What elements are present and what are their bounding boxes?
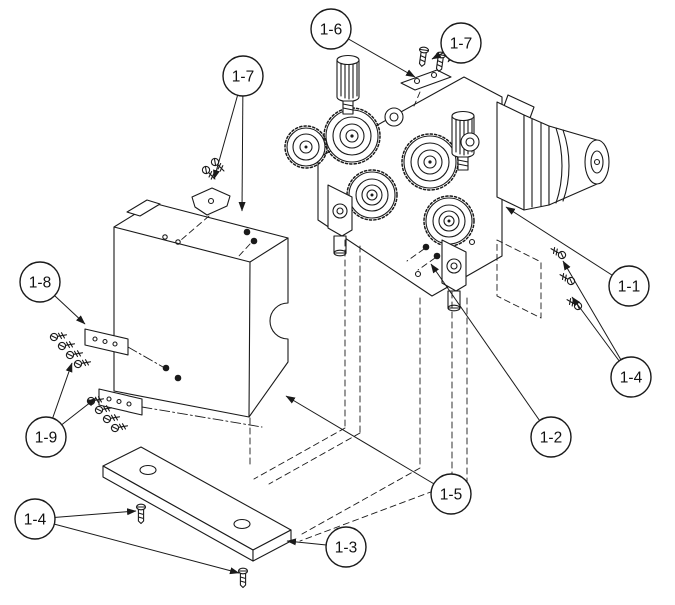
screw (416, 46, 430, 68)
leader-line (34, 518, 240, 575)
screw-dots (243, 228, 441, 260)
drive-roll (401, 133, 459, 191)
cover-screw-dot (174, 374, 182, 382)
drive-roll (423, 195, 475, 247)
callout-balloon (310, 8, 352, 50)
callout-1-7-top: 1-7 (431, 22, 482, 64)
base-plate (102, 446, 292, 562)
screw (101, 410, 121, 426)
motor-end-cap (584, 139, 610, 185)
cover-screw-dot (162, 364, 170, 372)
callout-1-4-right: 1-4 (562, 260, 652, 398)
callout-balloon (430, 473, 472, 515)
callout-balloon (608, 265, 650, 307)
callout-balloon (19, 261, 61, 303)
callout-label: 1-9 (35, 430, 57, 447)
callout-1-8: 1-8 (19, 261, 86, 325)
callout-1-3: 1-3 (286, 526, 367, 568)
leader-line (238, 75, 246, 212)
callout-label: 1-4 (24, 512, 47, 529)
callout-balloon (440, 22, 482, 64)
callout-label: 1-7 (450, 36, 472, 53)
idler-roll (384, 107, 404, 127)
cover-tab (126, 199, 161, 217)
callout-1-1: 1-1 (505, 206, 650, 307)
guide-clip (191, 156, 231, 216)
screw (64, 346, 84, 362)
drive-roll (323, 107, 381, 165)
alignment-lines (127, 215, 468, 542)
screw (56, 337, 76, 353)
screw (72, 355, 92, 371)
callout-label: 1-6 (320, 22, 342, 39)
drive-roll (284, 125, 328, 169)
callout-1-7-left: 1-7 (213, 55, 264, 212)
callout-label: 1-1 (618, 279, 640, 296)
mounting-bracket (84, 328, 129, 356)
drive-rolls (284, 107, 475, 247)
feeder-assembly (284, 46, 610, 312)
callout-1-4-bottom: 1-4 (14, 498, 240, 575)
callout-label: 1-7 (232, 69, 254, 86)
callout-1-5: 1-5 (285, 395, 472, 515)
screw (237, 567, 249, 589)
feeder-cover (113, 199, 289, 418)
side-plate (496, 239, 542, 319)
drive-roll (346, 169, 398, 221)
callout-1-2: 1-2 (430, 263, 572, 458)
plate-hole (468, 238, 476, 246)
callout-balloon (25, 416, 67, 458)
plate-hole (139, 464, 157, 476)
idler-roll (460, 132, 480, 152)
callout-label: 1-5 (440, 487, 462, 504)
callout-1-9: 1-9 (25, 362, 97, 458)
screw (48, 328, 68, 344)
callout-layer: 1-6 1-7 1-7 1-8 1-1 1-4 1-9 1-2 1-5 1-4 1-3 (14, 8, 652, 575)
plate-hole (414, 270, 422, 278)
callout-balloon (530, 416, 572, 458)
pressure-bracket (400, 69, 452, 107)
wire-guide-bracket (441, 239, 467, 312)
feed-motor (496, 94, 610, 211)
screw (109, 419, 129, 435)
plate-hole (233, 518, 251, 530)
leader-line (430, 263, 552, 438)
callout-label: 1-3 (335, 540, 357, 557)
leader-line (562, 260, 632, 378)
screw (548, 245, 568, 261)
callout-balloon (325, 526, 367, 568)
callout-label: 1-4 (620, 370, 643, 387)
wire-guide-bracket (327, 184, 353, 257)
callout-balloon (610, 356, 652, 398)
callout-1-6: 1-6 (310, 8, 416, 78)
leader-line (285, 395, 452, 495)
callout-balloon (222, 55, 264, 97)
tension-knob (336, 54, 360, 115)
callout-label: 1-2 (540, 430, 562, 447)
callout-label: 1-8 (29, 275, 51, 292)
callout-balloon (14, 498, 56, 540)
leader-line (505, 206, 630, 287)
screw (135, 503, 147, 525)
